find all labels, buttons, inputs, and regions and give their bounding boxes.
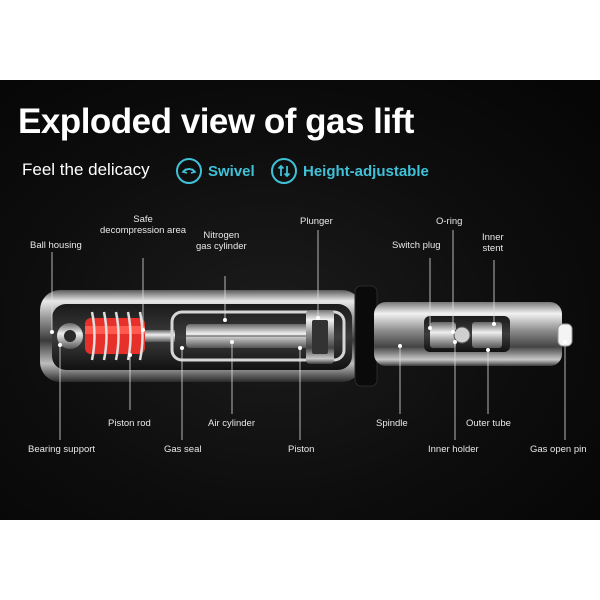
label-bearing-support: Bearing support — [28, 444, 96, 455]
leader-dots — [50, 316, 567, 357]
diagram-panel: Exploded view of gas lift Feel the delic… — [0, 80, 600, 520]
gas-lift-illustration — [40, 230, 573, 440]
label-outer-tube: Outer tube — [466, 418, 511, 429]
label-air-cylinder: Air cylinder — [208, 418, 255, 429]
ball-housing — [57, 323, 83, 349]
label-spindle: Spindle — [376, 418, 408, 429]
subtitle: Feel the delicacy — [22, 160, 150, 179]
piston-rod — [145, 330, 175, 342]
collar — [354, 285, 378, 387]
air-cylinder — [170, 310, 346, 362]
label-gas-open-pin: Gas open pin — [530, 444, 587, 455]
valve-assembly — [430, 322, 502, 348]
label-ball-housing: Ball housing — [30, 240, 82, 251]
swivel-icon — [176, 158, 202, 184]
feature-height-adjustable-label: Height-adjustable — [303, 162, 429, 180]
plunger — [306, 310, 334, 364]
feature-height-adjustable: Height-adjustable — [271, 158, 429, 184]
label-piston: Piston — [288, 444, 315, 455]
safe-decompression-spring — [85, 311, 145, 361]
label-switch-plug: Switch plug — [392, 240, 441, 251]
height-adjust-icon — [271, 158, 297, 184]
label-nitrogen-gas-cylinder: Nitrogen gas cylinder — [196, 230, 247, 252]
leader-lines — [51, 230, 566, 440]
label-safe-decompression-area: Safe decompression area — [100, 214, 187, 236]
feature-swivel-label: Swivel — [208, 162, 255, 180]
label-piston-rod: Piston rod — [108, 418, 151, 429]
label-inner-holder: Inner holder — [428, 444, 479, 455]
label-inner-stent: Inner stent — [482, 232, 504, 254]
feature-swivel: Swivel — [176, 158, 255, 184]
label-gas-seal: Gas seal — [164, 444, 202, 455]
label-o-ring: O-ring — [436, 216, 463, 227]
page-title: Exploded view of gas lift — [18, 102, 414, 141]
label-plunger: Plunger — [300, 216, 333, 227]
